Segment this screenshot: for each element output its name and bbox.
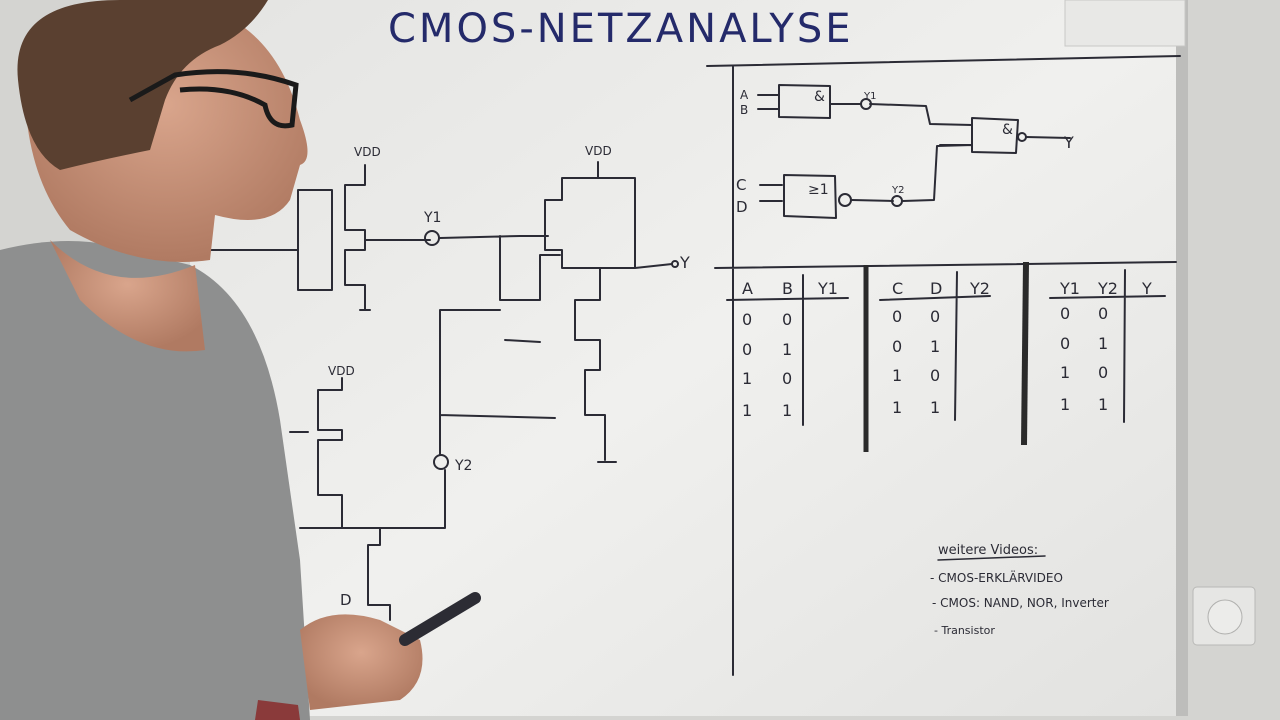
table-header: D	[930, 279, 942, 298]
wire-label-y1: Y1	[863, 91, 876, 102]
truth-tables: A B Y1 0 0 0 1 1 0 1 1 C D Y2 0 0 0 1 1 0 1 1 Y1 Y2 Y 0 0 0 1 1 0 1 1	[726, 261, 1166, 452]
table-cell: 0	[1098, 304, 1108, 323]
table-cell: 0	[782, 310, 792, 329]
input-a: A	[740, 88, 749, 102]
light-switch-button	[1207, 599, 1243, 635]
table-cell: 1	[1098, 395, 1108, 414]
table-cell: 0	[742, 340, 752, 359]
table-cell: 0	[930, 366, 940, 385]
table-cell: 1	[742, 401, 752, 420]
input-d: D	[736, 198, 748, 216]
whiteboard-frame	[1176, 0, 1188, 716]
video-link[interactable]: - CMOS-ERKLÄRVIDEO	[930, 570, 1063, 585]
cmos-circuit: VDD VDD VDD Y1 Y2 Y D	[199, 144, 690, 621]
table-cell: 1	[892, 398, 902, 417]
node-label-d: D	[340, 591, 352, 609]
table-cell: 0	[782, 369, 792, 388]
presenter-hand	[300, 614, 423, 710]
logic-diagram: A B C D & ≥1 & Y1 Y2 Y	[736, 84, 1074, 219]
table-cell: 0	[892, 337, 902, 356]
vdd-label: VDD	[354, 145, 381, 159]
table-header: Y1	[1059, 279, 1080, 298]
table-cell: 0	[1098, 363, 1108, 382]
table-cell: 0	[892, 307, 902, 326]
video-link[interactable]: - Transistor	[934, 624, 995, 637]
paper-note	[1064, 0, 1186, 47]
table-cell: 1	[782, 401, 792, 420]
presenter-neck	[50, 240, 205, 352]
table-separator	[1021, 261, 1029, 446]
wristband	[255, 700, 300, 720]
table-header: Y	[1141, 279, 1152, 298]
whiteboard	[190, 0, 1185, 716]
table-header: A	[742, 279, 753, 298]
and-gate-symbol: &	[814, 89, 825, 105]
table-cell: 1	[930, 337, 940, 356]
table-header: Y1	[817, 279, 838, 298]
presenter-hair	[17, 0, 268, 170]
table-header: C	[892, 279, 903, 298]
node-label-y1: Y1	[423, 210, 441, 226]
node-label-y: Y	[679, 253, 690, 272]
input-b: B	[740, 103, 748, 117]
board-title: CMOS-NETZANALYSE	[388, 6, 854, 52]
table-cell: 0	[742, 310, 752, 329]
node-label-y2: Y2	[454, 458, 472, 474]
presenter-shirt	[0, 241, 310, 720]
input-c: C	[736, 176, 746, 194]
table-cell: 1	[782, 340, 792, 359]
board-dividers	[706, 55, 1181, 676]
table-cell: 1	[1060, 363, 1070, 382]
table-cell: 1	[1098, 334, 1108, 353]
further-videos-note: weitere Videos: - CMOS-ERKLÄRVIDEO - CMO…	[930, 543, 1109, 637]
table-cell: 1	[1060, 395, 1070, 414]
table-cell: 0	[1060, 304, 1070, 323]
or-gate-symbol: ≥1	[808, 182, 829, 198]
wire-label-y2: Y2	[891, 185, 904, 196]
table-cell: 0	[1060, 334, 1070, 353]
final-gate-symbol: &	[1002, 122, 1013, 138]
glasses-icon	[128, 69, 299, 129]
vdd-label: VDD	[328, 364, 355, 378]
table-cell: 1	[930, 398, 940, 417]
table-header: Y2	[1097, 279, 1118, 298]
further-videos-heading: weitere Videos:	[938, 543, 1038, 558]
marker-pen	[399, 592, 481, 646]
presenter	[0, 0, 481, 720]
table-cell: 1	[742, 369, 752, 388]
table-cell: 1	[892, 366, 902, 385]
table-header: B	[782, 279, 793, 298]
table-header: Y2	[969, 279, 990, 298]
output-y: Y	[1063, 133, 1074, 152]
table-cell: 0	[930, 307, 940, 326]
video-link[interactable]: - CMOS: NAND, NOR, Inverter	[932, 596, 1109, 610]
vdd-label: VDD	[585, 144, 612, 158]
